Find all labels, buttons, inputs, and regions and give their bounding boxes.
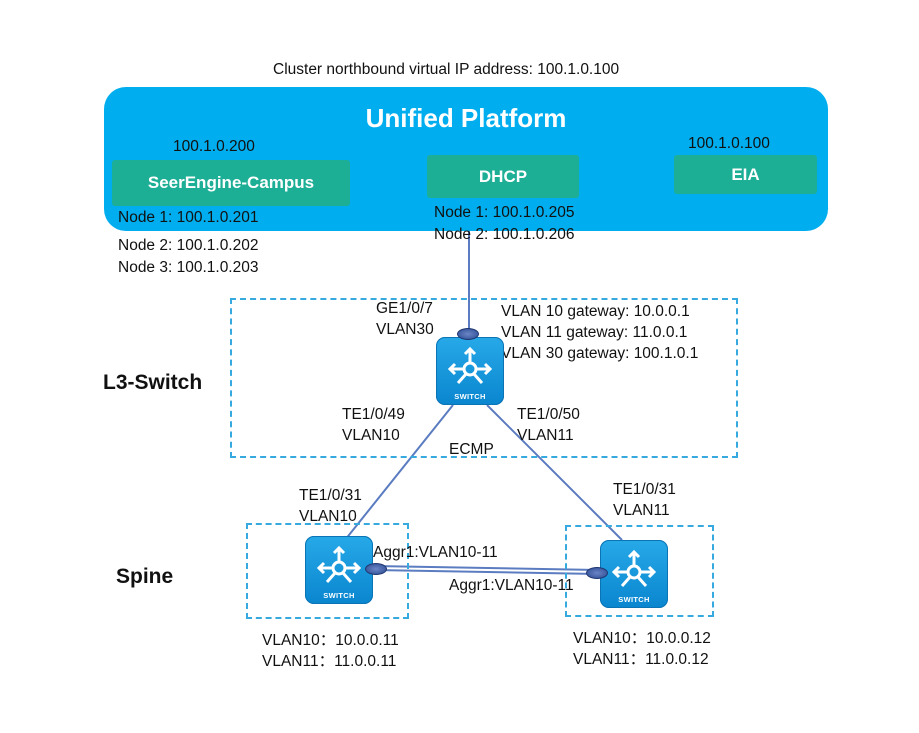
l3-uplink-vlan: VLAN30 (376, 321, 434, 338)
spine-left-switch-device: SWITCH (305, 536, 373, 604)
spine-left-aggr-label: Aggr1:VLAN10-11 (373, 544, 498, 561)
seerengine-node-1: Node 1: 100.1.0.201 (118, 209, 259, 226)
dhcp-box: DHCP (427, 155, 579, 198)
dhcp-node-1: Node 1: 100.1.0.205 (434, 204, 575, 221)
spine-right-switch-caption: SWITCH (618, 595, 650, 604)
vlan30-gateway: VLAN 30 gateway: 100.1.0.1 (501, 345, 699, 362)
vlan10-gateway: VLAN 10 gateway: 10.0.0.1 (501, 303, 690, 320)
spine-left-addr-vlan10: VLAN10：10.0.0.11 (262, 632, 399, 649)
l3-switch-zone (230, 298, 738, 458)
ecmp-label: ECMP (449, 441, 494, 458)
spine-right-aggr-label: Aggr1:VLAN10-11 (449, 577, 574, 594)
link-aggr-bottom (375, 569, 599, 575)
cluster-vip-label: Cluster northbound virtual IP address: 1… (273, 61, 620, 78)
spine-right-port: TE1/0/31 (613, 481, 676, 498)
spine-right-vlan: VLAN11 (613, 502, 670, 519)
spine-left-port: TE1/0/31 (299, 487, 362, 504)
link-l3switch-to-spine-right (486, 404, 623, 541)
spine-left-switch-caption: SWITCH (323, 591, 355, 600)
spine-right-zone (565, 525, 714, 617)
l3-switch-label: L3-Switch (103, 371, 203, 394)
spine-left-zone (246, 523, 409, 619)
seerengine-node-2: Node 2: 100.1.0.202 (118, 237, 259, 254)
link-l3switch-to-spine-left (344, 404, 454, 541)
spine-label: Spine (116, 565, 174, 588)
switch-arrows-icon (316, 545, 362, 583)
seerengine-campus-box: SeerEngine-Campus (112, 160, 350, 206)
platform-title: Unified Platform (365, 103, 567, 133)
spine-left-addr-vlan11: VLAN11：11.0.0.11 (262, 653, 397, 670)
l3-left-down-vlan: VLAN10 (342, 427, 400, 444)
seerengine-node-3: Node 3: 100.1.0.203 (118, 259, 259, 276)
spine-left-aggr-port-marker (365, 563, 387, 575)
l3-switch-device: SWITCH (436, 337, 504, 405)
l3-right-down-vlan: VLAN11 (517, 427, 574, 444)
spine-right-addr-vlan10: VLAN10：10.0.0.12 (573, 630, 711, 647)
eia-box: EIA (674, 155, 817, 194)
spine-left-vlan: VLAN10 (299, 508, 357, 525)
eia-vip: 100.1.0.100 (688, 135, 770, 152)
switch-arrows-icon (447, 346, 493, 384)
link-aggr-top (375, 565, 599, 571)
dhcp-node-2: Node 2: 100.1.0.206 (434, 226, 575, 243)
switch-arrows-icon (611, 549, 657, 587)
spine-right-addr-vlan11: VLAN11：11.0.0.12 (573, 651, 709, 668)
l3-right-down-port: TE1/0/50 (517, 406, 580, 423)
l3-uplink-port-marker (457, 328, 479, 340)
spine-right-switch-device: SWITCH (600, 540, 668, 608)
spine-right-aggr-port-marker (586, 567, 608, 579)
l3-uplink-port: GE1/0/7 (376, 300, 433, 317)
l3-left-down-port: TE1/0/49 (342, 406, 405, 423)
vlan11-gateway: VLAN 11 gateway: 11.0.0.1 (501, 324, 688, 341)
l3-switch-caption: SWITCH (454, 392, 486, 401)
seerengine-vip: 100.1.0.200 (173, 138, 255, 155)
